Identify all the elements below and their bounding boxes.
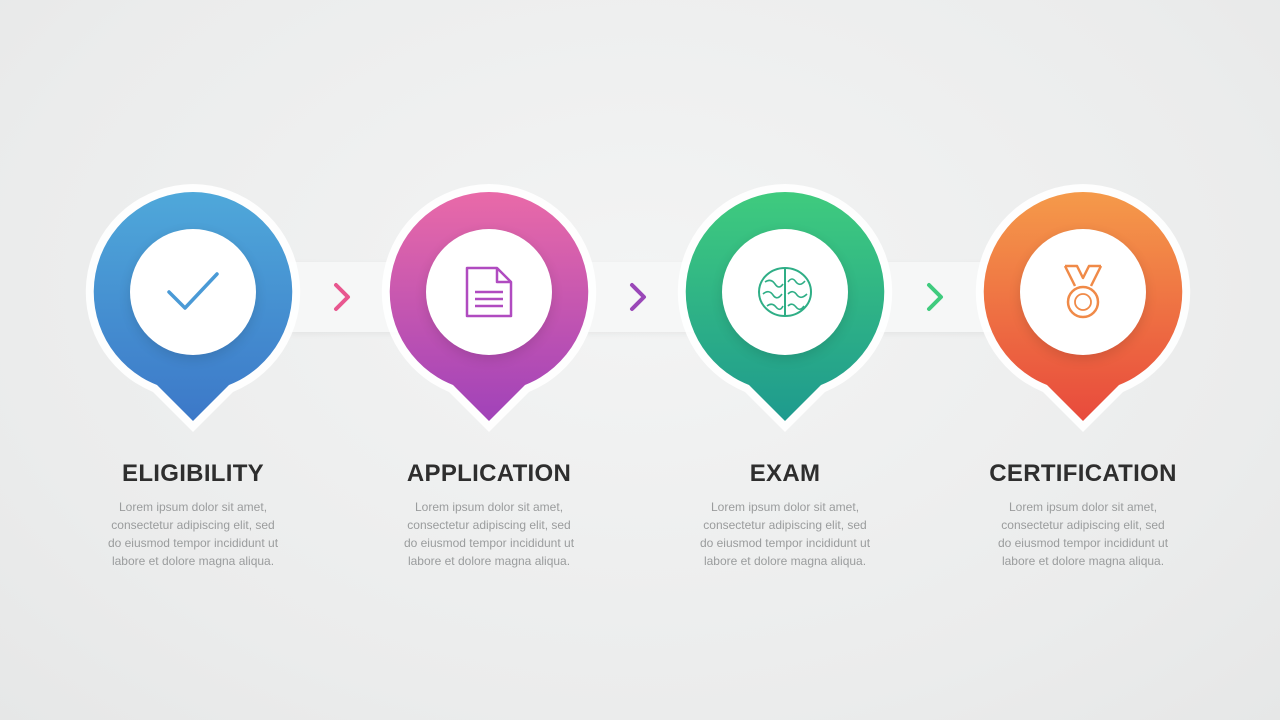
step-eligibility: ELIGIBILITY Lorem ipsum dolor sit amet, … [83,180,303,600]
step-title: CERTIFICATION [989,460,1177,487]
chevron-right-icon [334,283,350,311]
step-application: APPLICATION Lorem ipsum dolor sit amet, … [379,180,599,600]
brain-icon [758,267,812,317]
checkmark-icon [167,272,219,310]
step-certification: CERTIFICATION Lorem ipsum dolor sit amet… [973,180,1193,600]
chevron-right-icon [927,283,943,311]
step-exam: EXAM Lorem ipsum dolor sit amet, consect… [675,180,895,600]
step-title: APPLICATION [406,460,572,487]
chevron-right-icon [630,283,646,311]
document-icon [465,266,513,318]
step-title: ELIGIBILITY [122,460,264,487]
step-title: EXAM [749,460,821,487]
step-description: Lorem ipsum dolor sit amet, consectetur … [997,500,1169,568]
medal-icon [1063,264,1103,319]
icon-badge [722,229,848,355]
icon-badge [1020,229,1146,355]
step-description: Lorem ipsum dolor sit amet, consectetur … [403,500,575,568]
step-description: Lorem ipsum dolor sit amet, consectetur … [107,500,279,568]
step-description: Lorem ipsum dolor sit amet, consectetur … [699,500,871,568]
icon-badge [130,229,256,355]
icon-badge [426,229,552,355]
